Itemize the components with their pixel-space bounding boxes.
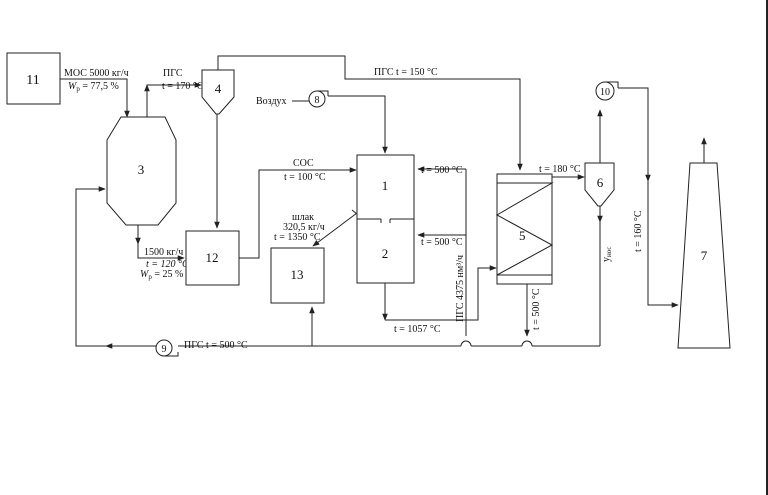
- unit-13-label: 13: [291, 267, 304, 282]
- slag-flow-label: 320,5 кг/ч: [283, 222, 325, 233]
- unit-8-blower-outlet: [317, 90, 329, 96]
- mos-feed-line: [60, 78, 130, 118]
- mos-moisture-sub: р: [76, 85, 80, 93]
- moisture-25-sub: р: [148, 273, 152, 281]
- moisture-25-value: = 25 %: [152, 269, 183, 280]
- t-180-label: t = 180 °C: [539, 164, 581, 175]
- pgs-top-label: ПГС: [163, 68, 183, 79]
- unit-6-cyclone: [584, 162, 615, 207]
- mos-flow-label: МОС 5000 кг/ч: [64, 68, 129, 79]
- unit-3-vessel: [106, 116, 177, 226]
- crossover-hop-2: [460, 340, 472, 347]
- unit-10-label: 10: [600, 87, 610, 98]
- fan-to-stack-line: [618, 87, 679, 308]
- y-noc-var: y: [601, 257, 612, 262]
- unit-6-label: 6: [597, 175, 604, 190]
- slag-label: шлак: [292, 212, 314, 223]
- t-170-label: t = 170 °C: [162, 81, 204, 92]
- t-1057-label: t = 1057 °C: [394, 324, 441, 335]
- y-noc-sub: нос: [605, 246, 613, 257]
- t-160-label: t = 160 °C: [633, 210, 644, 252]
- pgs-volume-label: ПГС 4375 нм³/ч: [455, 255, 466, 322]
- unit-10-fan-outlet: [605, 81, 619, 88]
- unit-5-zigzag: [495, 182, 554, 276]
- unit-11-box: [6, 52, 61, 105]
- air-to-reactor-line: [328, 95, 388, 154]
- unit-9-label: 9: [162, 344, 167, 355]
- unit-9-pump-outlet: [164, 352, 179, 357]
- unit-12-box: [185, 230, 240, 286]
- flow-1500-label: 1500 кг/ч: [144, 247, 183, 258]
- t-500-upper-label: t = 500 °C: [421, 165, 463, 176]
- unit-1-label: 1: [382, 178, 389, 193]
- mos-moisture-label: Wр = 77,5 %: [68, 81, 119, 93]
- unit-5-label: 5: [519, 228, 526, 243]
- unit-7-label: 7: [701, 248, 708, 263]
- sos-line: [239, 167, 357, 259]
- t-500-mid-label: t = 500 °C: [421, 237, 463, 248]
- moisture-25-label: Wр = 25 %: [140, 269, 183, 281]
- unit-13-box: [270, 247, 325, 304]
- moisture-25-var: W: [140, 269, 150, 280]
- sos-label: СОС: [293, 158, 314, 169]
- air-label: Воздух: [256, 96, 287, 107]
- slag-nozzle: [351, 209, 358, 215]
- unit-11-label: 11: [26, 73, 39, 88]
- t-100-label: t = 100 °C: [284, 172, 326, 183]
- pgs-500-label: ПГС t = 500 °C: [184, 340, 248, 351]
- unit-5-exchanger: [496, 173, 553, 285]
- right-edge-border: [766, 0, 768, 495]
- unit-4-cyclone: [201, 69, 235, 115]
- cyclone-4-outlet: [217, 55, 523, 171]
- t-120-label: t = 120 °C: [146, 259, 189, 270]
- unit-2-label: 2: [382, 246, 389, 261]
- t-1350-label: t = 1350 °C: [274, 232, 321, 243]
- unit-7-stack: [677, 162, 731, 349]
- reactor-gas-to-5-line: [385, 265, 497, 321]
- to-unit-13-line: [309, 306, 461, 347]
- unit-12-label: 12: [206, 250, 219, 265]
- mos-moisture-value: = 77,5 %: [80, 81, 119, 92]
- unit-8-label: 8: [315, 95, 320, 106]
- unit-3-label: 3: [138, 162, 145, 177]
- slag-line: [312, 212, 358, 247]
- mos-moisture-var: W: [68, 81, 78, 92]
- y-noc-label: yнос: [601, 246, 613, 262]
- crossover-hop-1: [521, 340, 533, 347]
- pgs-150-label: ПГС t = 150 °C: [374, 67, 438, 78]
- unit-4-label: 4: [215, 81, 222, 96]
- t-500-vertical-label: t = 500 °C: [531, 288, 542, 330]
